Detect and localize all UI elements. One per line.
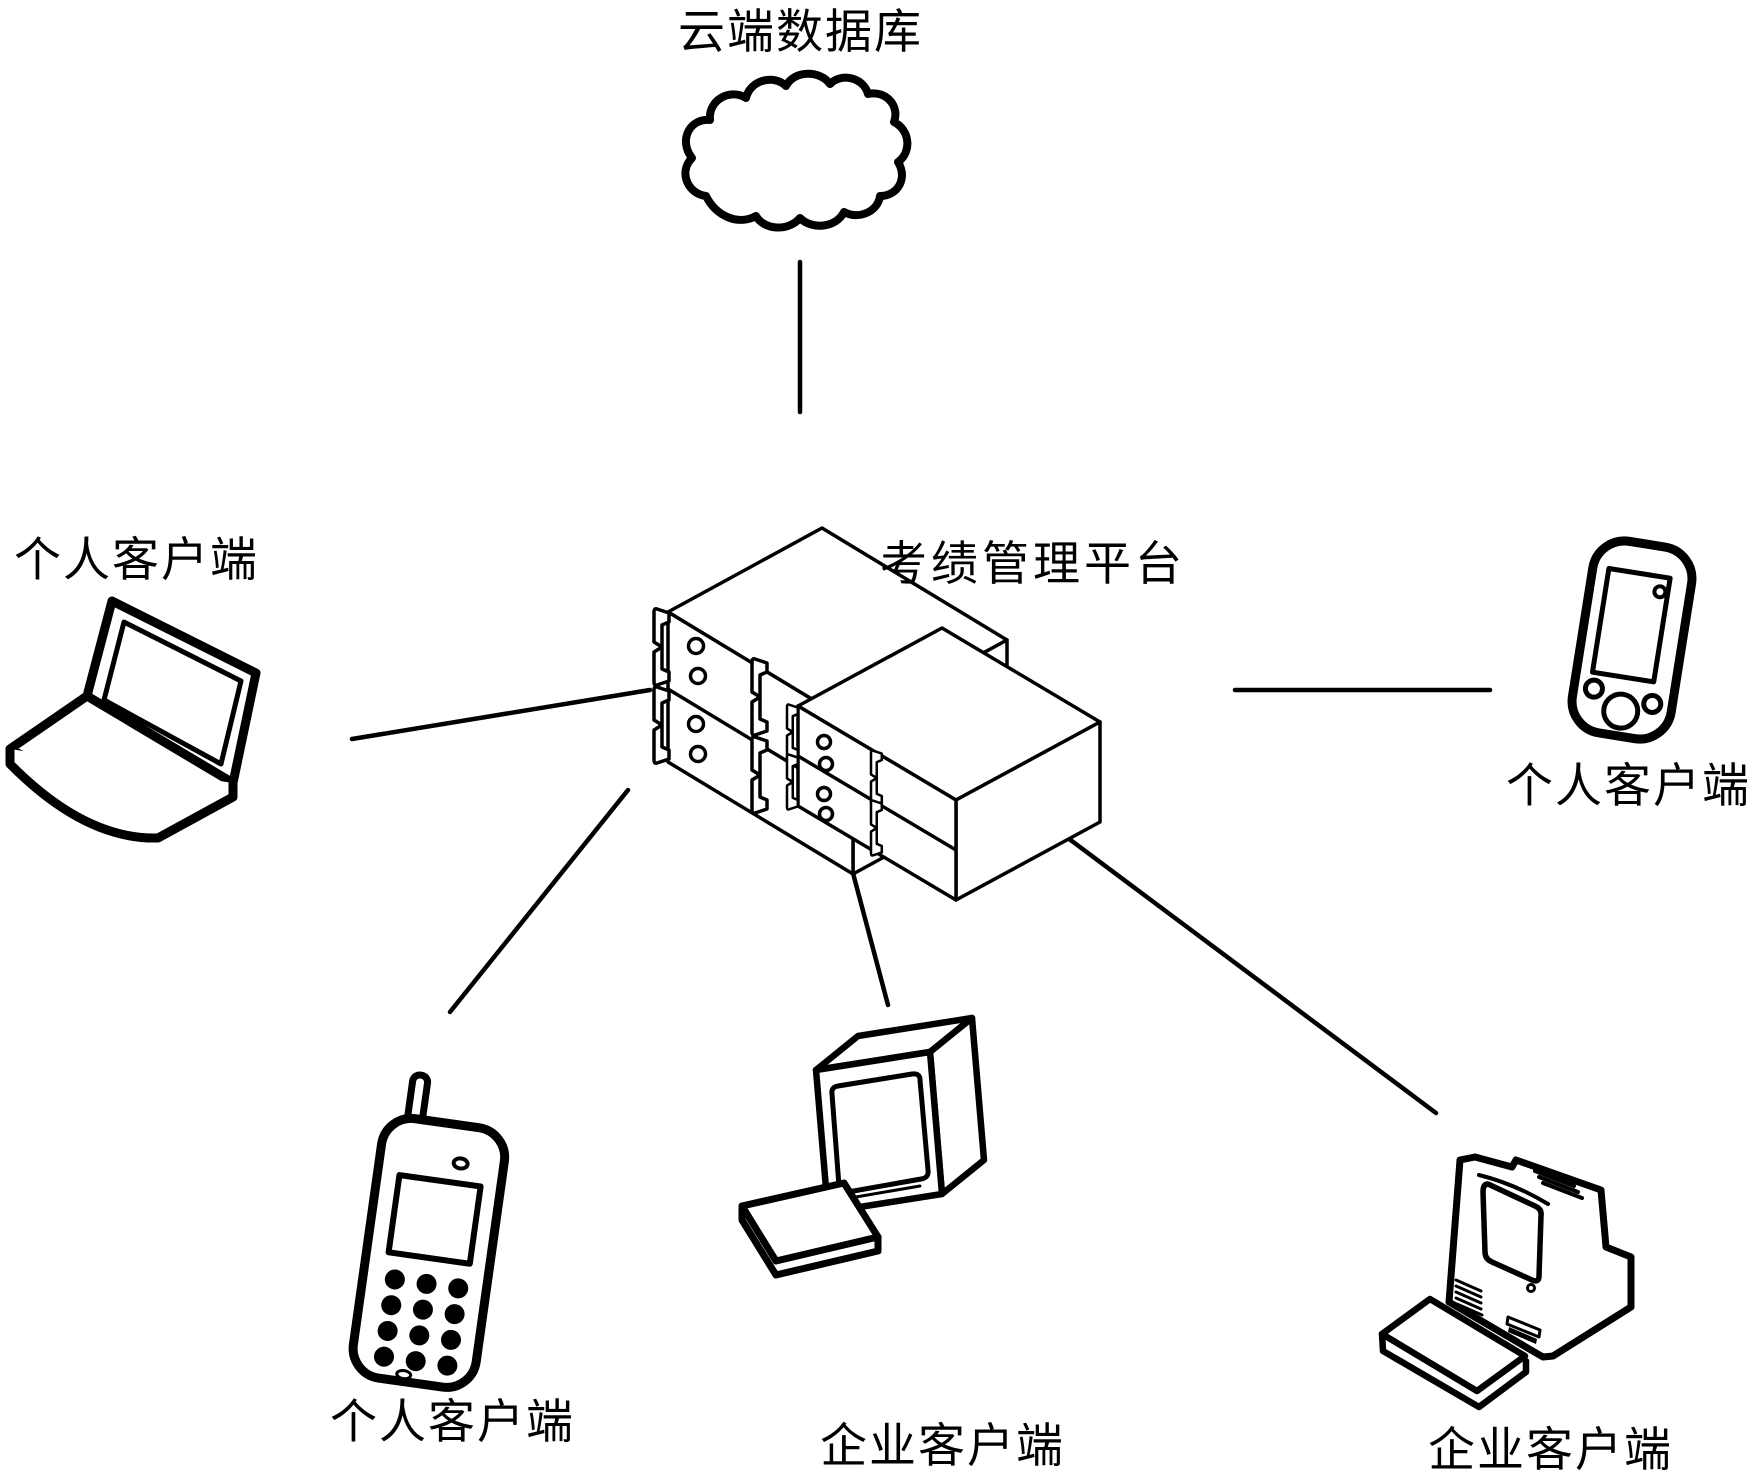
label-enterprise-client-center: 企业客户端 (820, 1421, 1065, 1473)
connector-lines (349, 259, 1493, 1116)
edge-platform-desktop-right (1014, 797, 1439, 1116)
laptop-icon (5, 596, 261, 843)
edge-laptop-platform (349, 687, 653, 742)
keyboard-center (738, 1179, 882, 1279)
label-management-platform: 考绩管理平台 (880, 539, 1186, 591)
label-personal-client-phone: 个人客户端 (330, 1397, 575, 1449)
server-stack-icon (652, 526, 1102, 902)
desktop-computer-center-icon (738, 1014, 988, 1279)
label-cloud-database: 云端数据库 (678, 7, 923, 59)
phone-screen (385, 1172, 484, 1267)
mobile-phone-icon (348, 1071, 510, 1392)
keyboard-right (1378, 1295, 1530, 1411)
server-unit-front (785, 626, 1102, 902)
label-personal-client-pda: 个人客户端 (1506, 761, 1751, 813)
label-personal-client-laptop: 个人客户端 (14, 535, 259, 587)
desktop-computer-right-icon (1378, 1153, 1635, 1411)
label-enterprise-client-right: 企业客户端 (1428, 1425, 1673, 1477)
phone-keypad (374, 1269, 469, 1376)
edge-platform-phone (447, 787, 631, 1015)
pda-icon (1567, 536, 1697, 744)
cloud-icon (681, 69, 912, 232)
